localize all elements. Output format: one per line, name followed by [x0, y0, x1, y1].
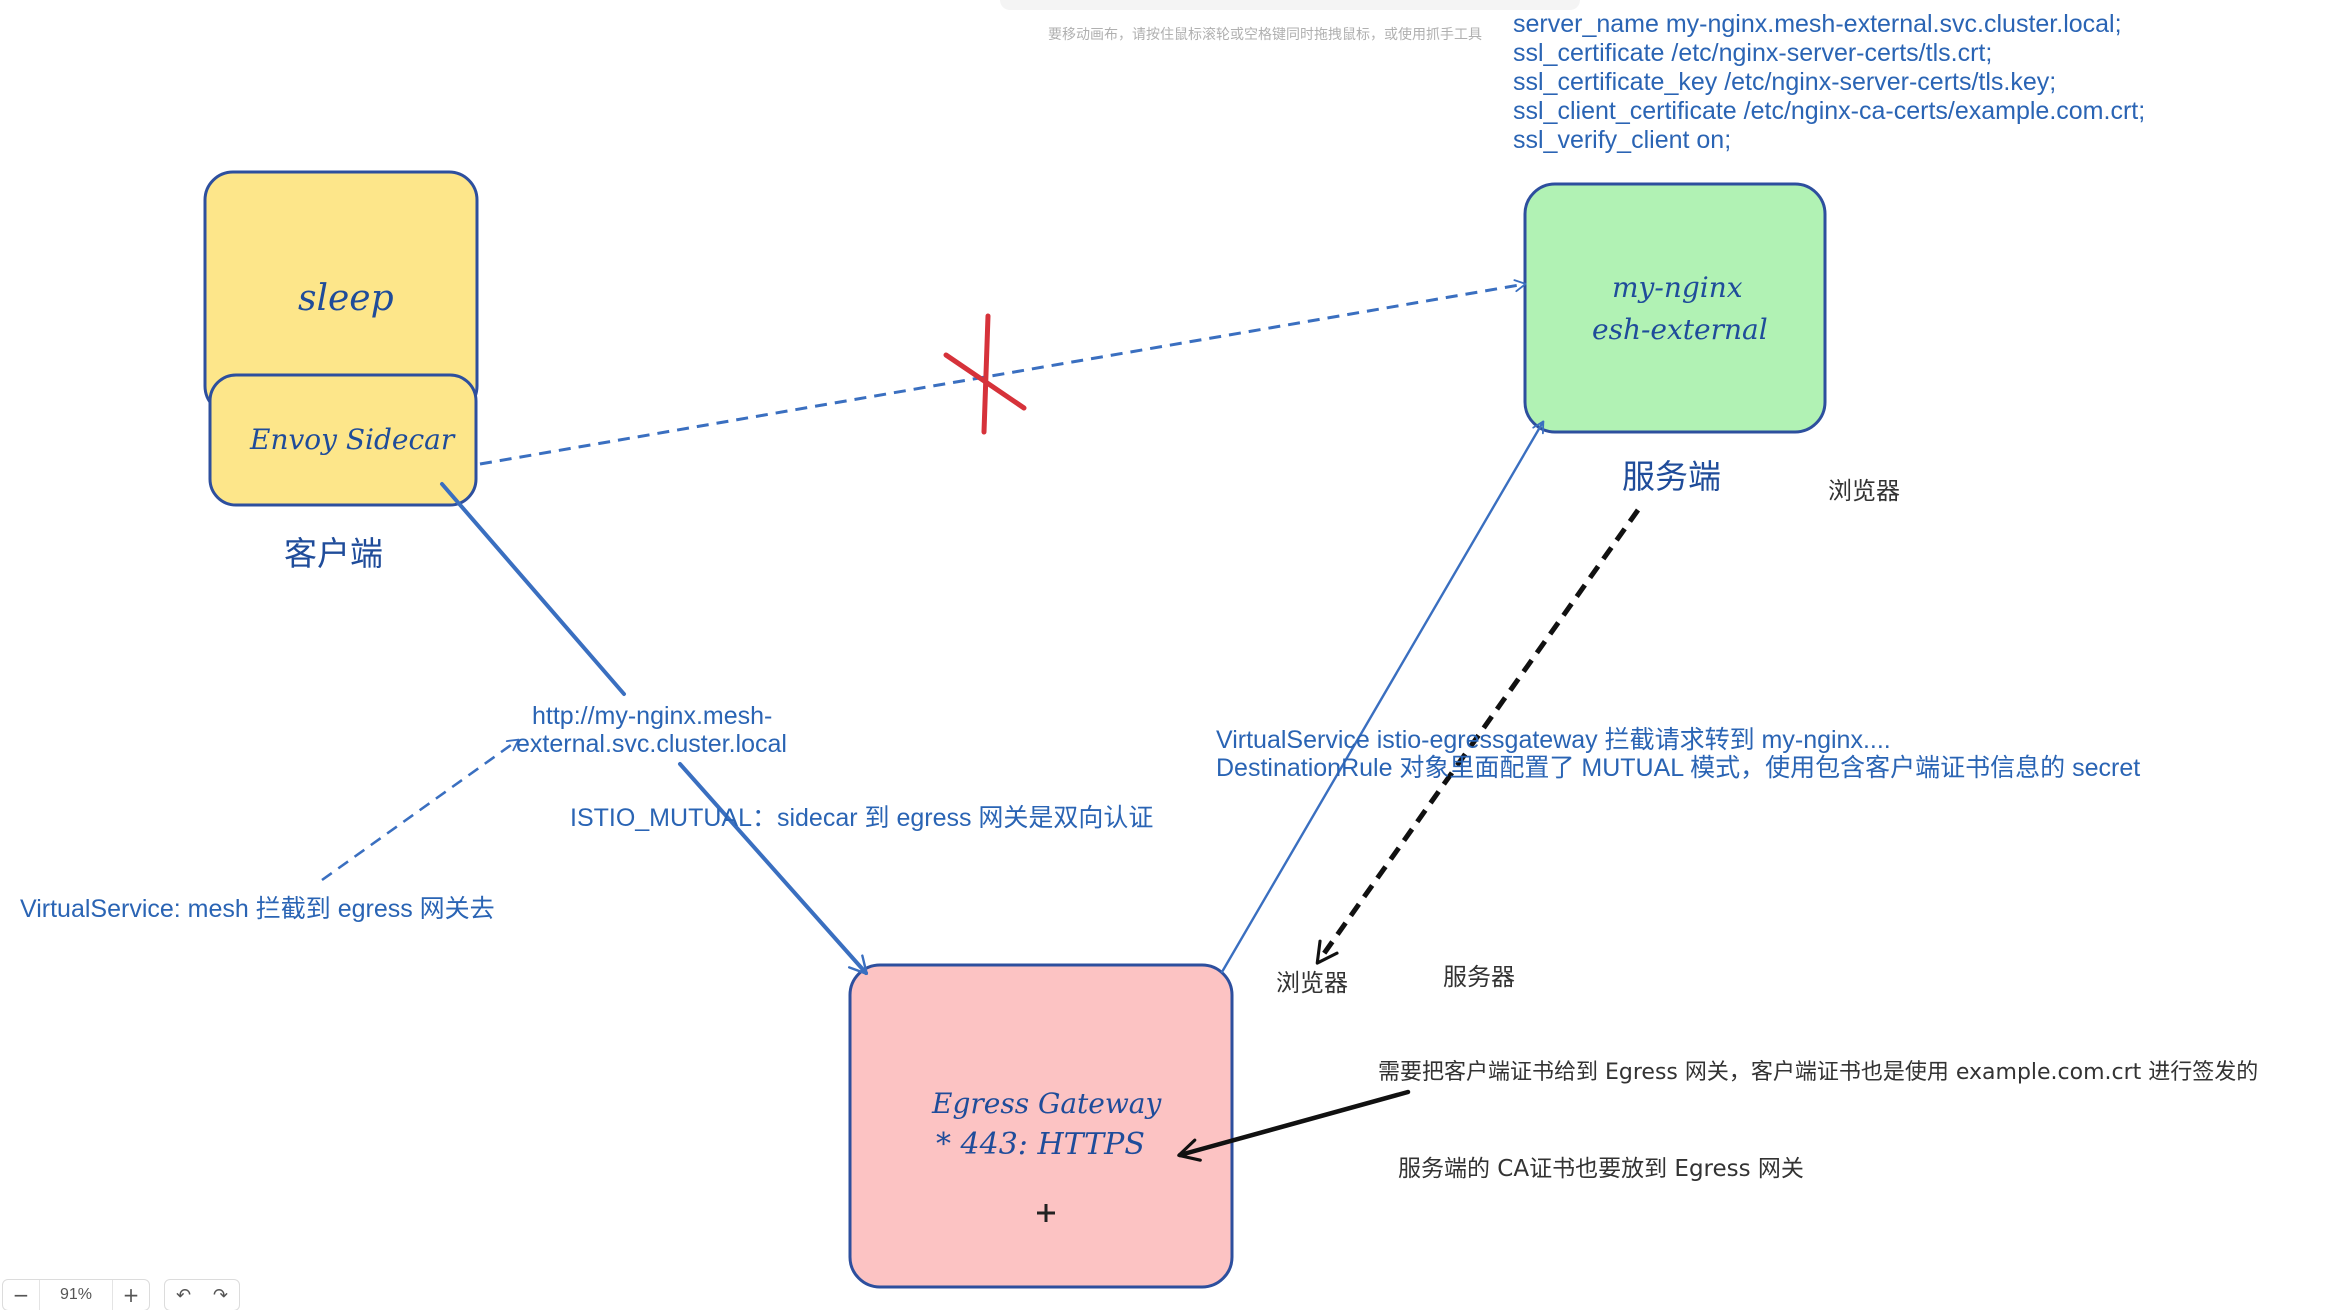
zoom-toolbar: − 91% + [2, 1279, 150, 1310]
zoom-out-button[interactable]: − [12, 1283, 30, 1307]
redo-icon[interactable]: ↷ [212, 1284, 229, 1306]
sidecar-to-egress-arrow-upper [440, 482, 626, 696]
egress-gateway-node[interactable] [848, 963, 1234, 1289]
url-label-line2: external.svc.cluster.local [516, 730, 787, 758]
egress-gateway-label-line2: * 443: HTTPS [936, 1127, 1145, 1162]
browser-label-mid: 浏览器 [1276, 969, 1348, 997]
vs-mesh-pointer-arrow [321, 738, 520, 882]
destination-rule-label: DestinationRule 对象里面配置了 MUTUAL 模式，使用包含客户… [1216, 754, 2141, 782]
envoy-sidecar-label: Envoy Sidecar [250, 423, 455, 456]
sleep-label: sleep [298, 278, 394, 319]
my-nginx-label-line2: esh-external [1592, 313, 1768, 346]
config-line: ssl_verify_client on; [1513, 126, 1732, 154]
config-line: ssl_certificate /etc/nginx-server-certs/… [1513, 39, 1993, 67]
my-nginx-label-line1: my-nginx [1612, 271, 1743, 304]
server-machine-label: 服务器 [1443, 963, 1515, 991]
zoom-in-button[interactable]: + [122, 1283, 140, 1307]
client-cert-note-arrow [1177, 1089, 1411, 1162]
config-line: server_name my-nginx.mesh-external.svc.c… [1513, 10, 2122, 38]
envoy-sidecar-node[interactable] [208, 373, 478, 507]
nginx-config-text: server_name my-nginx.mesh-external.svc.c… [1513, 10, 2145, 155]
client-cert-note: 需要把客户端证书给到 Egress 网关，客户端证书也是使用 example.c… [1378, 1060, 2259, 1085]
egress-gateway-label-line1: Egress Gateway [932, 1087, 1162, 1120]
client-role-label: 客户端 [284, 534, 383, 573]
server-role-label: 服务端 [1622, 457, 1721, 496]
config-line: ssl_client_certificate /etc/nginx-ca-cer… [1513, 97, 2146, 125]
url-label-line1: http://my-nginx.mesh- [532, 702, 773, 730]
sidecar-to-egress-arrow-lower [678, 762, 868, 976]
istio-mutual-label: ISTIO_MUTUAL：sidecar 到 egress 网关是双向认证 [570, 804, 1154, 832]
hint-bar [1000, 0, 1580, 10]
canvas-hint-text: 要移动画布，请按住鼠标滚轮或空格键同时拖拽鼠标，或使用抓手工具 [1048, 27, 1482, 43]
browser-label-top: 浏览器 [1828, 477, 1900, 505]
cursor-crosshair-icon [1037, 1204, 1055, 1222]
egress-to-nginx-arrow [1220, 420, 1545, 974]
direct-blocked-arrow [479, 279, 1527, 466]
undo-icon[interactable]: ↶ [175, 1284, 192, 1306]
my-nginx-node[interactable] [1523, 182, 1827, 434]
config-line: ssl_certificate_key /etc/nginx-server-ce… [1513, 68, 2057, 96]
zoom-level-value[interactable]: 91% [39, 1280, 113, 1310]
vs-egress-label: VirtualService istio-egressgateway 拦截请求转… [1216, 726, 1891, 754]
history-toolbar: ↶ ↷ [164, 1279, 240, 1310]
vs-mesh-label: VirtualService: mesh 拦截到 egress 网关去 [20, 895, 495, 923]
ca-cert-note: 服务端的 CA证书也要放到 Egress 网关 [1398, 1156, 1804, 1182]
server-to-browser-arrow [1315, 508, 1641, 965]
blocked-cross-icon [943, 313, 1027, 435]
